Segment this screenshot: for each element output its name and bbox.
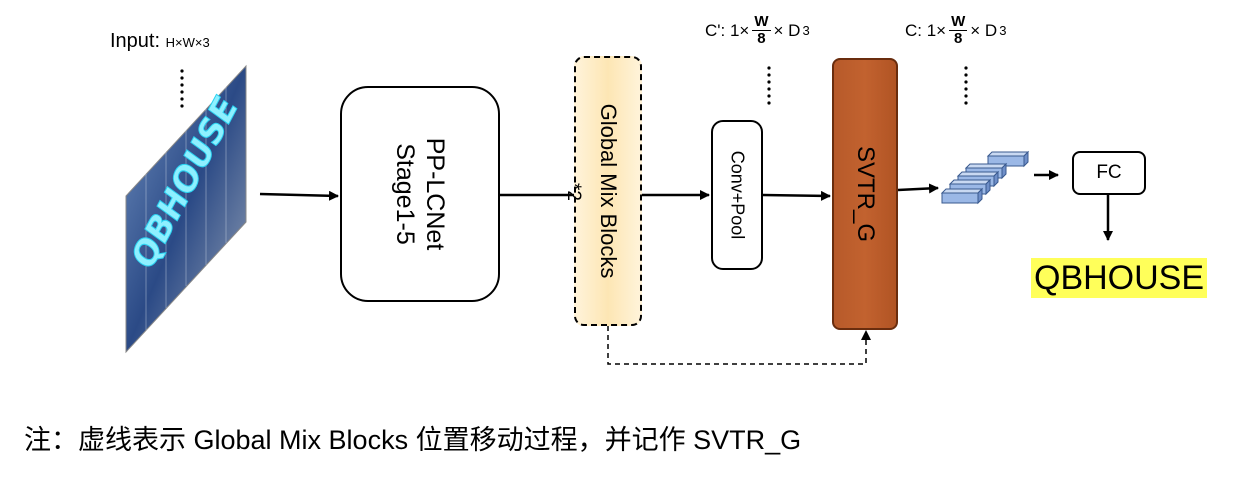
arrow-input-to-pplcnet bbox=[259, 190, 339, 201]
svtr-g-block: SVTR_G bbox=[832, 58, 898, 330]
cprime-numerator: W bbox=[752, 13, 771, 31]
c-fraction: W 8 bbox=[949, 13, 968, 47]
c-prefix: C: 1× bbox=[905, 20, 947, 40]
fc-label: FC bbox=[1096, 162, 1122, 183]
pplcnet-line2: Stage1-5 bbox=[391, 143, 419, 245]
input-shape: H×W×3 bbox=[165, 35, 210, 50]
footnote: 注：虚线表示 Global Mix Blocks 位置移动过程，并记作 SVTR… bbox=[24, 425, 802, 455]
arrow-conv-to-svtr bbox=[762, 190, 831, 201]
c-subscript: 3 bbox=[999, 23, 1007, 38]
input-label-text: Input: bbox=[110, 30, 161, 52]
cprime-suffix: × D bbox=[773, 20, 801, 40]
svtr-g-label: SVTR_G bbox=[852, 145, 879, 243]
c-numerator: W bbox=[949, 13, 968, 31]
global-mix-label: Global Mix Blocks bbox=[596, 103, 621, 279]
fc-block: FC bbox=[1072, 151, 1146, 195]
ellipsis-input bbox=[180, 69, 184, 108]
dashed-move-path bbox=[607, 326, 867, 365]
cprime-subscript: 3 bbox=[802, 23, 810, 38]
c-denominator: 8 bbox=[954, 30, 963, 47]
global-mix-block: Global Mix Blocks bbox=[574, 56, 642, 326]
c-suffix: × D bbox=[970, 20, 998, 40]
output-text: QBHOUSE bbox=[1031, 258, 1208, 298]
arrow-svtr-to-features bbox=[897, 183, 939, 194]
cprime-prefix: C': 1× bbox=[705, 20, 750, 40]
global-mix-multiplier: *2 bbox=[563, 183, 584, 201]
input-label: Input: H×W×3 bbox=[110, 30, 210, 53]
pplcnet-line1: PP-LCNet bbox=[421, 137, 449, 251]
ellipsis-cprime bbox=[767, 66, 771, 105]
conv-pool-block: Conv+Pool bbox=[711, 120, 763, 270]
pplcnet-label: PP-LCNet Stage1-5 bbox=[390, 138, 450, 251]
cprime-denominator: 8 bbox=[757, 30, 766, 47]
pplcnet-block: PP-LCNet Stage1-5 bbox=[340, 86, 500, 302]
feature-cubes-icon bbox=[940, 150, 1030, 205]
ellipsis-c bbox=[964, 66, 968, 105]
dashed-arrow-head bbox=[861, 330, 871, 340]
conv-pool-label: Conv+Pool bbox=[727, 150, 748, 240]
input-image-icon: QBHOUSE bbox=[124, 64, 247, 354]
cprime-fraction: W 8 bbox=[752, 13, 771, 47]
